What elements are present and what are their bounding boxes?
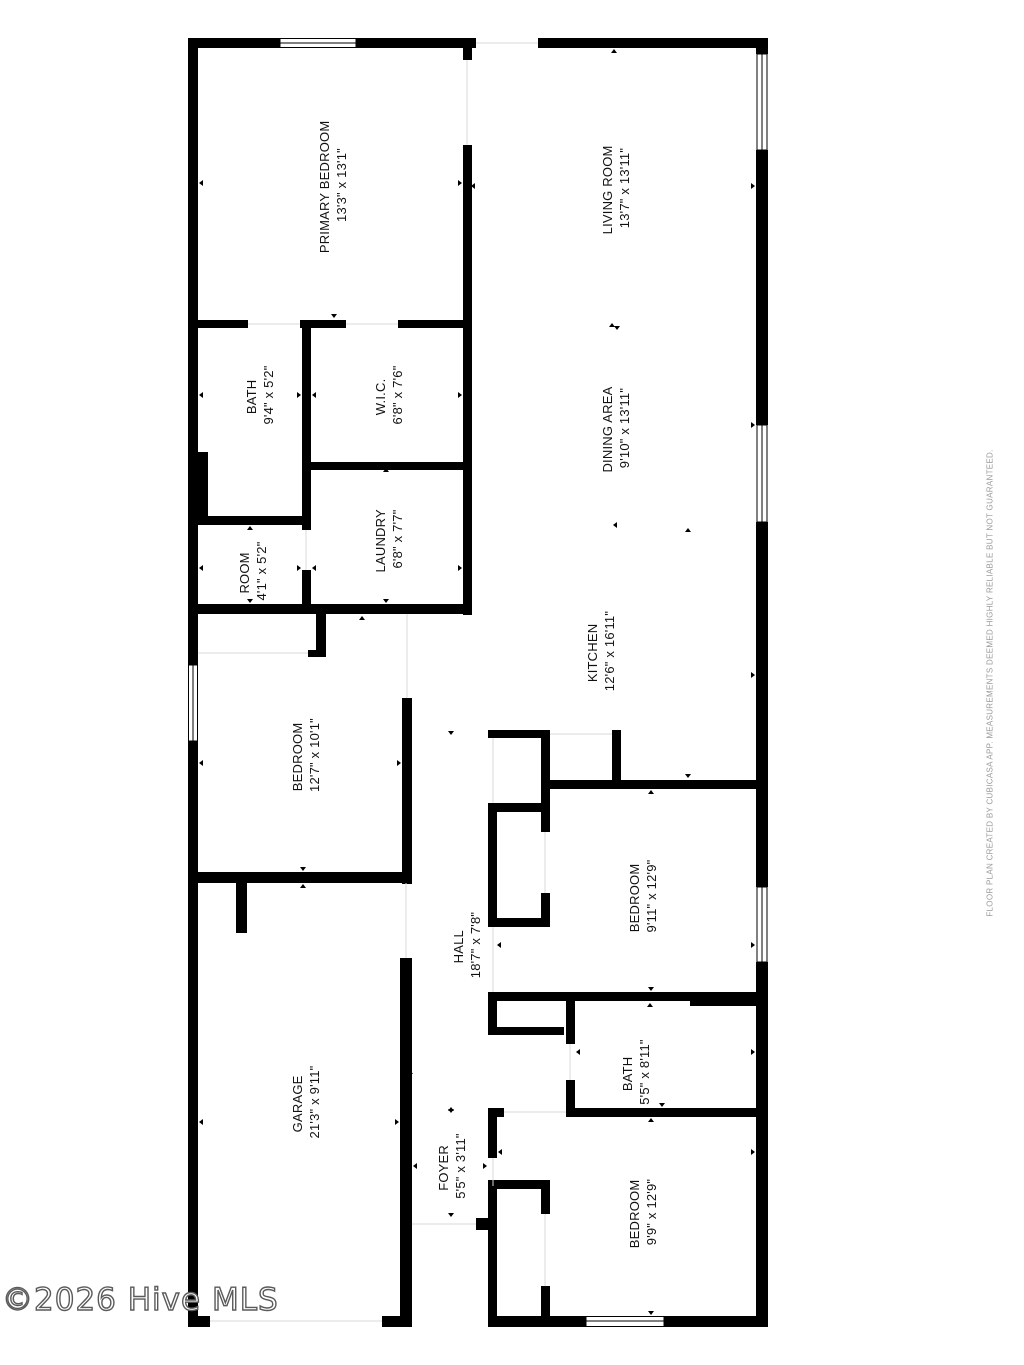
- wall: [488, 1108, 497, 1158]
- wall: [188, 516, 311, 525]
- wall: [188, 320, 248, 328]
- walls: [188, 38, 768, 1327]
- wall: [664, 1316, 768, 1327]
- wall: [400, 958, 412, 1327]
- room-label-hall: HALL 18'7" x 7'8": [451, 912, 483, 979]
- wall: [612, 730, 621, 782]
- wall: [308, 650, 326, 657]
- room-label-primary-bedroom: PRIMARY BEDROOM 13'3" x 13'1": [317, 117, 349, 253]
- wall: [302, 570, 311, 614]
- room-label-dining-area: DINING AREA 9'10" x 13'11": [600, 383, 632, 472]
- wall: [488, 1027, 564, 1035]
- wall: [488, 730, 550, 738]
- wall: [198, 452, 208, 516]
- wall: [398, 320, 472, 328]
- wall: [488, 730, 497, 738]
- wall: [463, 145, 472, 615]
- wall: [300, 320, 346, 328]
- room-label-bath-hall: BATH 5'5" x 8'11": [620, 1039, 652, 1105]
- wall: [538, 38, 768, 48]
- wall: [382, 1316, 412, 1327]
- wall: [756, 962, 768, 1327]
- wall: [302, 462, 472, 470]
- wall: [316, 614, 326, 656]
- watermark-text: ©2026 Hive MLS: [1, 1281, 279, 1318]
- wall: [488, 803, 550, 812]
- wall: [488, 1180, 550, 1189]
- wall: [488, 1316, 586, 1327]
- room-labels: PRIMARY BEDROOM 13'3" x 13'1" LIVING ROO…: [237, 117, 659, 1249]
- wall: [541, 1180, 550, 1214]
- wall: [402, 698, 412, 884]
- wall: [188, 1316, 210, 1327]
- wall: [541, 730, 550, 790]
- wall: [541, 780, 768, 789]
- wall: [756, 38, 768, 54]
- door-openings: [198, 42, 612, 1322]
- wall: [188, 38, 280, 48]
- wall: [488, 918, 550, 927]
- room-label-bedroom-left: BEDROOM 12'7" x 10'1": [290, 718, 322, 792]
- wall: [541, 1286, 550, 1327]
- room-label-bedroom-bottom: BEDROOM 9'9" x 12'9": [627, 1176, 659, 1248]
- room-label-bedroom-right: BEDROOM 9'11" x 12'9": [627, 859, 659, 932]
- wall: [756, 150, 768, 425]
- room-label-garage: GARAGE 21'3" x 9'11": [290, 1065, 322, 1138]
- wall: [541, 893, 550, 927]
- wall: [236, 883, 247, 933]
- wall: [188, 604, 472, 614]
- wall: [356, 38, 476, 48]
- wall: [488, 1001, 497, 1035]
- room-label-wic: W.I.C. 6'8" x 7'6": [373, 365, 405, 424]
- wall: [756, 522, 768, 887]
- wall: [302, 320, 311, 530]
- wall: [690, 992, 768, 1006]
- room-label-laundry: LAUNDRY 6'8" x 7'7": [373, 506, 405, 573]
- room-label-kitchen: KITCHEN 12'6" x 16'11": [585, 611, 617, 692]
- dimension-ticks: [199, 49, 755, 1315]
- room-label-living-room: LIVING ROOM 13'7" x 13'11": [600, 142, 632, 235]
- room-label-bath-primary: BATH 9'4" x 5'2": [244, 365, 276, 424]
- wall: [541, 780, 550, 832]
- room-label-room: ROOM 4'1" x 5'2": [237, 541, 269, 600]
- wall: [488, 992, 768, 1001]
- wall: [566, 992, 575, 1044]
- disclaimer-text: FLOOR PLAN CREATED BY CUBICASA APP. MEAS…: [985, 449, 995, 917]
- wall: [463, 48, 472, 60]
- wall: [488, 803, 497, 927]
- wall: [566, 1080, 575, 1110]
- wall: [188, 872, 412, 883]
- wall: [566, 1108, 768, 1117]
- room-label-foyer: FOYER 5'5" x 3'11": [436, 1133, 468, 1199]
- windows: [188, 38, 768, 1327]
- wall: [488, 1186, 497, 1327]
